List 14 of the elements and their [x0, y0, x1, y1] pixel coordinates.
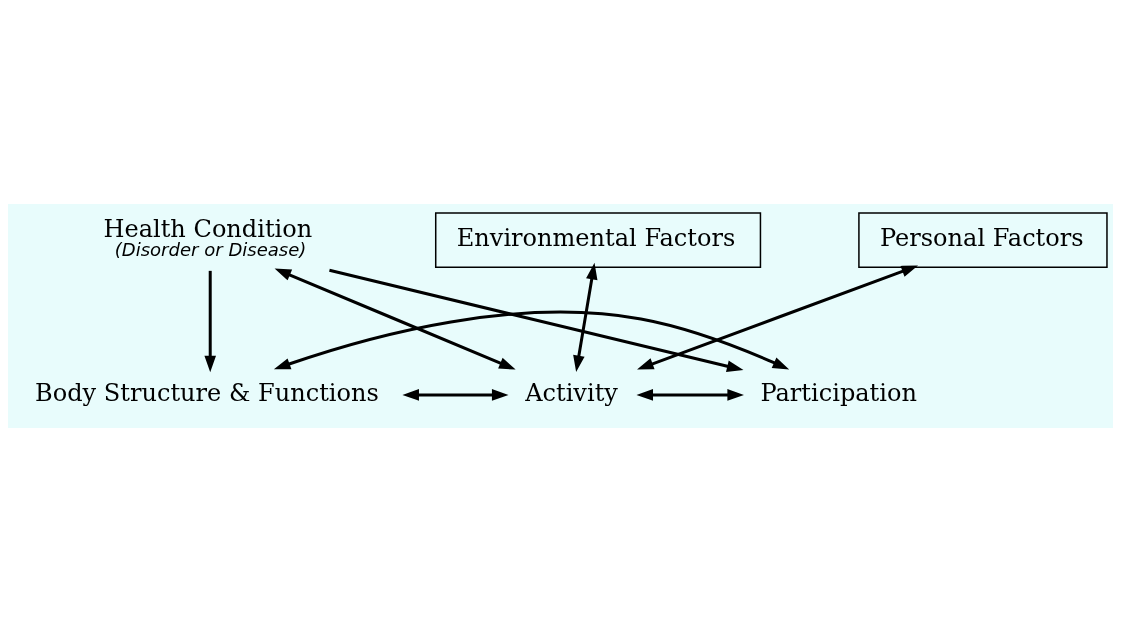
node-text: Body Structure & Functions	[35, 378, 379, 407]
arrow	[273, 310, 790, 370]
node-box: Environmental Factors	[434, 212, 762, 268]
arrow	[636, 389, 744, 401]
arrow	[204, 270, 217, 373]
node-text: Participation	[760, 378, 917, 407]
arrow	[274, 268, 516, 370]
arrow	[402, 389, 509, 401]
arrow	[329, 268, 744, 372]
arrow	[573, 262, 598, 373]
node-box: Personal Factors	[858, 212, 1108, 268]
node-text: Activity	[525, 378, 618, 407]
node-text: Health Condition (Disorder or Disease)	[103, 214, 313, 261]
arrow	[637, 265, 919, 370]
